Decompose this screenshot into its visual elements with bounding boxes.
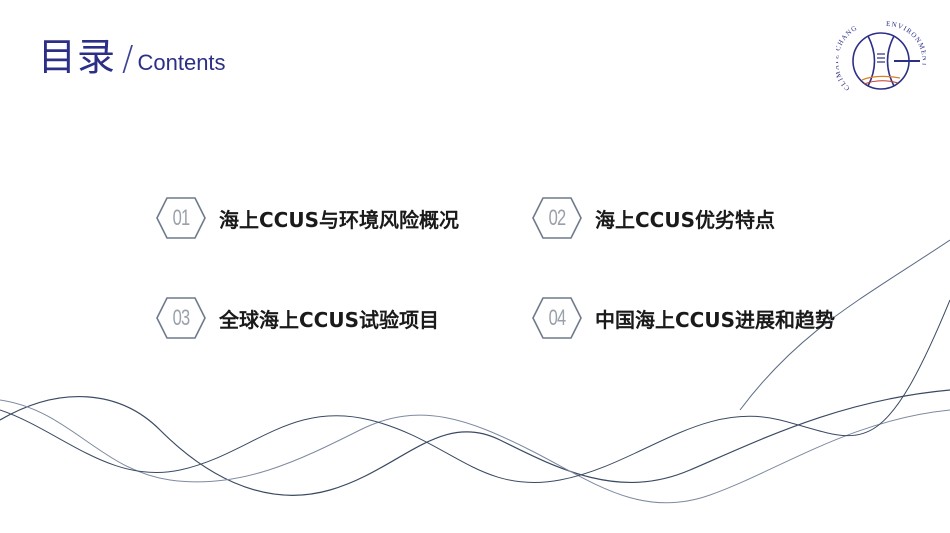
agenda-label: 海上CCUS与环境风险概况	[219, 207, 459, 232]
agenda-item-3[interactable]: 03 全球海上CCUS试验项目	[155, 296, 439, 340]
agenda-label: 中国海上CCUS进展和趋势	[595, 307, 835, 332]
agenda-number-badge: 03	[155, 296, 207, 340]
page-subtitle: Contents	[137, 50, 226, 75]
agenda-number-badge: 04	[531, 296, 583, 340]
agenda-number-badge: 02	[531, 196, 583, 240]
agenda-number-badge: 01	[155, 196, 207, 240]
agenda-number: 02	[548, 205, 567, 230]
agenda-number: 03	[172, 305, 191, 330]
agenda-label: 全球海上CCUS试验项目	[219, 307, 439, 332]
agenda-label: 海上CCUS优劣特点	[595, 207, 775, 232]
agenda-item-1[interactable]: 01 海上CCUS与环境风险概况	[155, 196, 459, 240]
page-title-main: 目录	[38, 35, 117, 79]
title-separator: /	[122, 39, 134, 79]
climate-environment-logo-icon: CLIMATE CHANGE ENVIRONMENT	[832, 12, 928, 104]
agenda-item-2[interactable]: 02 海上CCUS优劣特点	[531, 196, 775, 240]
page-title: 目录 / Contents	[38, 26, 226, 81]
agenda-number: 01	[172, 205, 191, 230]
agenda-item-4[interactable]: 04 中国海上CCUS进展和趋势	[531, 296, 835, 340]
agenda-number: 04	[548, 305, 567, 330]
